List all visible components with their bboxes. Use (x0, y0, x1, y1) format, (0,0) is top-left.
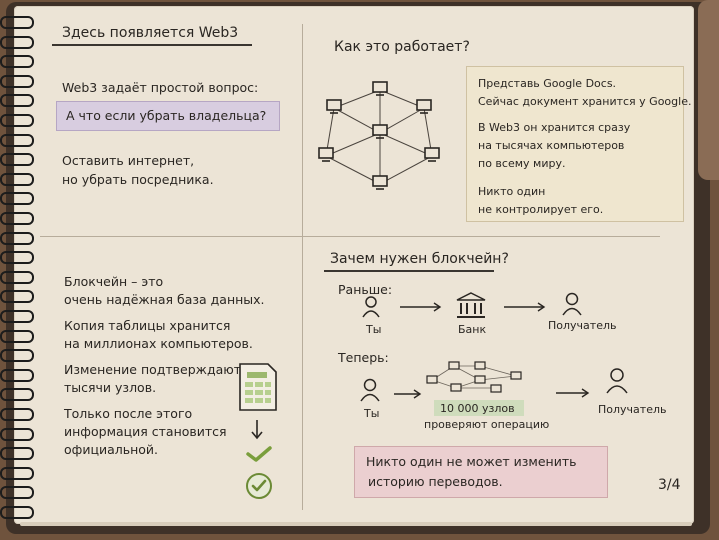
person-icon (606, 368, 628, 394)
computer-icon (416, 99, 432, 114)
spiral-ring (0, 55, 34, 69)
text-line: тысячи узлов. (64, 380, 157, 395)
text-line: Копия таблицы хранится (64, 318, 231, 333)
note-line: на тысячах компьютеров (478, 139, 625, 152)
note-line: Представь Google Docs. (478, 77, 617, 90)
mug (698, 0, 719, 180)
text-line: Блокчейн – это (64, 274, 164, 289)
person-icon (360, 378, 380, 402)
spiral-ring (0, 74, 34, 88)
spiral-ring (0, 310, 34, 323)
spiral-ring (0, 270, 34, 284)
text-line: на миллионах компьютеров. (64, 336, 253, 351)
footer-line: Никто один не может изменить (366, 454, 577, 469)
vertical-divider (302, 24, 303, 510)
person-icon (562, 292, 582, 316)
computer-icon (424, 147, 440, 162)
spiral-ring (0, 427, 34, 441)
spiral-ring (0, 16, 34, 29)
check-circle-icon (246, 473, 272, 499)
label-you: Ты (366, 323, 382, 336)
section-title-how: Как это работает? (334, 39, 470, 55)
footer-line: историю переводов. (368, 474, 503, 489)
label-bank: Банк (458, 323, 487, 336)
note-line: не контролирует его. (478, 203, 604, 216)
text-line: информация становится (64, 424, 227, 439)
person-icon (362, 296, 380, 318)
horizontal-divider (40, 236, 660, 237)
nodes-check: проверяют операцию (424, 418, 550, 431)
nodes-network-icon (426, 361, 522, 393)
note-box (466, 66, 684, 222)
spiral-ring (0, 447, 34, 461)
text-line: Оставить интернет, (62, 153, 195, 168)
page-number: 3/4 (658, 477, 681, 493)
question-text: А что если убрать владельца? (66, 108, 267, 123)
computer-icon (372, 175, 388, 190)
spiral-ring (0, 133, 34, 147)
computer-icon (372, 124, 388, 139)
section-title-why: Зачем нужен блокчейн? (330, 251, 509, 267)
title-underline (324, 270, 494, 272)
label-recipient: Получатель (548, 319, 617, 332)
spiral-ring (0, 486, 34, 500)
label-recipient: Получатель (598, 403, 667, 416)
arrow-down-icon (251, 420, 263, 440)
network-diagram (318, 81, 440, 190)
spiral-ring (0, 388, 34, 402)
note-line: Никто один (478, 185, 546, 198)
spiral-ring (0, 329, 34, 343)
spreadsheet-icon (239, 363, 277, 411)
arrow-right-icon (400, 302, 442, 312)
spiral-ring (0, 368, 34, 382)
spiral-ring (0, 35, 34, 49)
question-box (56, 101, 280, 131)
computer-icon (318, 147, 334, 162)
text-line: очень надёжная база данных. (64, 292, 265, 307)
note-line: по всему миру. (478, 157, 566, 170)
text-line: но убрать посредника. (62, 172, 214, 187)
spiral-ring (0, 153, 34, 167)
before-label: Раньше: (338, 282, 393, 297)
checkmark-icon (246, 446, 272, 462)
text-line: Изменение подтверждают (64, 362, 242, 377)
spiral-ring (0, 466, 34, 480)
spiral-ring (0, 114, 34, 127)
text-line: официальной. (64, 442, 159, 457)
spiral-ring (0, 172, 34, 186)
spiral-ring (0, 290, 34, 304)
now-label: Теперь: (338, 350, 389, 365)
spiral-ring (0, 349, 34, 363)
title-underline (52, 44, 252, 46)
label-you: Ты (364, 407, 380, 420)
nodes-count: 10 000 узлов (440, 402, 515, 415)
note-line: В Web3 он хранится сразу (478, 121, 631, 134)
section-title-web3: Здесь появляется Web3 (62, 25, 239, 41)
spiral-ring (0, 506, 34, 519)
spiral-ring (0, 94, 34, 108)
spiral-ring (0, 212, 34, 225)
spiral-ring (0, 231, 34, 245)
spiral-ring (0, 251, 34, 265)
footer-box (354, 446, 608, 498)
page-edge (20, 522, 692, 526)
spiral-ring (0, 408, 34, 421)
arrow-right-icon (394, 389, 422, 399)
bank-icon (456, 292, 486, 318)
spiral-ring (0, 192, 34, 206)
text-line: Только после этого (64, 406, 193, 421)
arrow-right-icon (556, 388, 590, 398)
nodes-highlight (434, 400, 524, 416)
note-line: Сейчас документ хранится у Google. (478, 95, 692, 108)
question-intro: Web3 задаёт простой вопрос: (62, 80, 259, 95)
computer-icon (326, 99, 342, 114)
arrow-right-icon (504, 302, 546, 312)
computer-icon (372, 81, 388, 96)
